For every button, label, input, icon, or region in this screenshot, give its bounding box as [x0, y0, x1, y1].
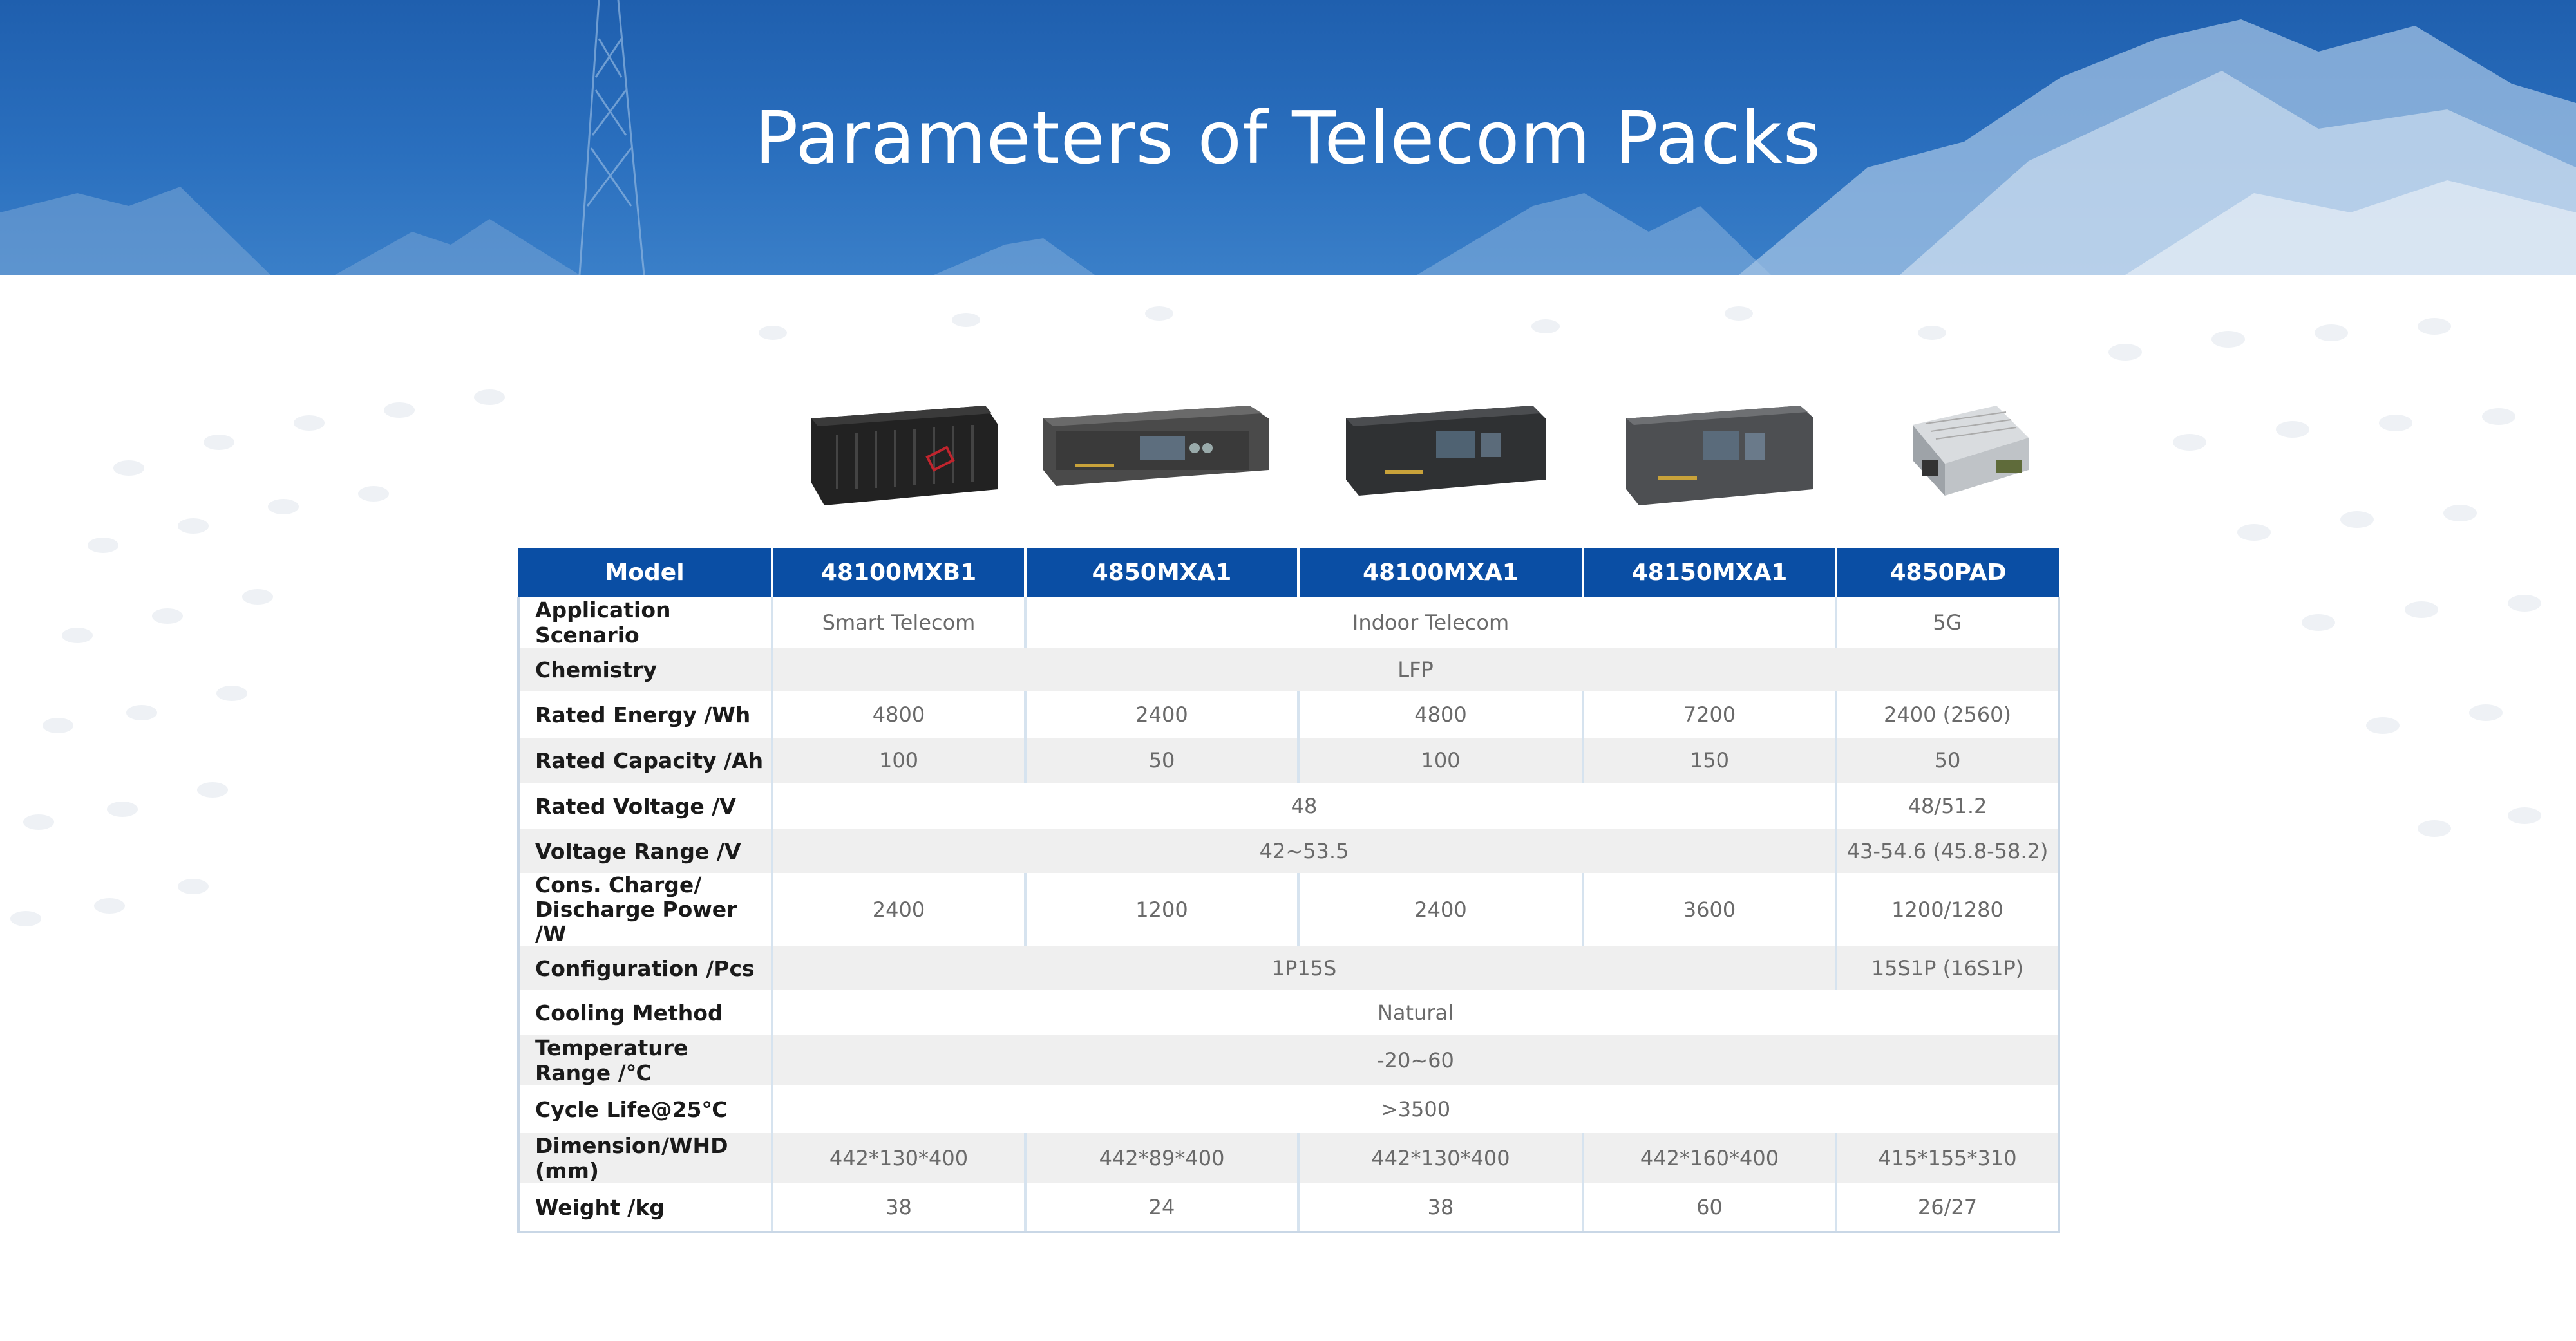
header-banner: Parameters of Telecom Packs: [0, 0, 2576, 275]
table-header-row: Model 48100MXB1 4850MXA1 48100MXA1 48150…: [518, 548, 2059, 597]
battery-pack-4850pad-image: [1913, 406, 2029, 496]
table-cell: 1200/1280: [1835, 873, 2060, 946]
table-cell: 150: [1582, 738, 1836, 783]
column-header-4850pad: 4850PAD: [1836, 548, 2059, 597]
table-row: Cons. Charge/Discharge Power /W 2400 120…: [517, 872, 2060, 946]
table-cell: 24: [1024, 1183, 1298, 1233]
table-cell: 38: [771, 1183, 1025, 1233]
table-row: Rated Energy /Wh 4800 2400 4800 7200 240…: [517, 691, 2060, 738]
row-label: Rated Voltage /V: [517, 783, 772, 829]
battery-pack-48100mxa1-image: [1346, 406, 1546, 496]
table-row: Cooling Method Natural: [517, 990, 2060, 1035]
row-label: Cycle Life@25℃: [517, 1085, 772, 1133]
table-cell: 26/27: [1835, 1183, 2060, 1233]
table-cell: 415*155*310: [1835, 1133, 2060, 1183]
table-cell: 4800: [1297, 691, 1583, 738]
table-cell: 48/51.2: [1835, 783, 2060, 829]
row-label-line: Discharge Power /W: [535, 897, 737, 946]
table-cell: 2400: [771, 873, 1025, 946]
column-header-48100mxb1: 48100MXB1: [772, 548, 1027, 597]
spec-table: Model 48100MXB1 4850MXA1 48100MXA1 48150…: [517, 548, 2060, 1233]
table-cell: 5G: [1835, 597, 2060, 648]
row-label: Cooling Method: [517, 990, 772, 1035]
column-header-48100mxa1: 48100MXA1: [1298, 548, 1584, 597]
table-cell: Natural: [771, 990, 2060, 1035]
row-label: Chemistry: [517, 648, 772, 691]
table-cell: 1200: [1024, 873, 1298, 946]
table-row: Rated Capacity /Ah 100 50 100 150 50: [517, 738, 2060, 783]
table-cell: 2400 (2560): [1835, 691, 2060, 738]
table-cell: >3500: [771, 1085, 2060, 1133]
table-cell: 50: [1835, 738, 2060, 783]
table-cell: 442*160*400: [1582, 1133, 1836, 1183]
row-label: Configuration /Pcs: [517, 946, 772, 990]
row-label: Rated Energy /Wh: [517, 691, 772, 738]
row-label: Temperature Range /℃: [517, 1035, 772, 1085]
table-cell: 1P15S: [771, 946, 1836, 990]
table-cell: 48: [771, 783, 1836, 829]
table-row: Application Scenario Smart Telecom Indoo…: [517, 597, 2060, 648]
table-cell: Smart Telecom: [771, 597, 1025, 648]
mountain-background-icon: [0, 0, 2576, 275]
table-cell: 100: [771, 738, 1025, 783]
row-label: Voltage Range /V: [517, 829, 772, 873]
table-cell: 50: [1024, 738, 1298, 783]
table-cell: 4800: [771, 691, 1025, 738]
row-label: Cons. Charge/Discharge Power /W: [517, 872, 772, 946]
dotted-wave-pattern-icon: [10, 306, 2541, 926]
table-row: Rated Voltage /V 48 48/51.2: [517, 783, 2060, 829]
table-cell: 7200: [1582, 691, 1836, 738]
table-cell: 42~53.5: [771, 829, 1836, 873]
battery-pack-48150mxa1-image: [1626, 406, 1813, 505]
table-cell: Indoor Telecom: [1024, 597, 1836, 648]
product-images: [773, 399, 2061, 515]
table-cell: 43-54.6 (45.8-58.2): [1835, 829, 2060, 873]
table-row: Dimension/WHD (mm) 442*130*400 442*89*40…: [517, 1133, 2060, 1183]
table-row: Temperature Range /℃ -20~60: [517, 1035, 2060, 1085]
table-cell: 442*130*400: [1297, 1133, 1583, 1183]
table-cell: 442*130*400: [771, 1133, 1025, 1183]
row-label: Application Scenario: [517, 597, 772, 648]
table-cell: 60: [1582, 1183, 1836, 1233]
page-title: Parameters of Telecom Packs: [754, 97, 1822, 180]
table-cell: 3600: [1582, 873, 1836, 946]
table-cell: 38: [1297, 1183, 1583, 1233]
table-cell: 100: [1297, 738, 1583, 783]
table-cell: LFP: [771, 648, 2060, 691]
table-row: Weight /kg 38 24 38 60 26/27: [517, 1183, 2060, 1233]
battery-pack-48100mxb1-image: [811, 406, 998, 505]
table-cell: 2400: [1297, 873, 1583, 946]
table-row: Cycle Life@25℃ >3500: [517, 1085, 2060, 1133]
table-row: Chemistry LFP: [517, 648, 2060, 691]
row-label: Dimension/WHD (mm): [517, 1133, 772, 1183]
table-cell: 2400: [1024, 691, 1298, 738]
row-label: Weight /kg: [517, 1183, 772, 1233]
row-label-line: Cons. Charge/: [535, 872, 702, 897]
table-cell: 442*89*400: [1024, 1133, 1298, 1183]
table-row: Voltage Range /V 42~53.5 43-54.6 (45.8-5…: [517, 829, 2060, 873]
table-cell: 15S1P (16S1P): [1835, 946, 2060, 990]
battery-pack-4850mxa1-image: [1043, 406, 1269, 486]
table-cell: -20~60: [771, 1035, 2060, 1085]
column-header-model: Model: [518, 548, 773, 597]
column-header-48150mxa1: 48150MXA1: [1583, 548, 1837, 597]
column-header-4850mxa1: 4850MXA1: [1025, 548, 1300, 597]
table-row: Configuration /Pcs 1P15S 15S1P (16S1P): [517, 946, 2060, 990]
row-label: Rated Capacity /Ah: [517, 738, 772, 783]
